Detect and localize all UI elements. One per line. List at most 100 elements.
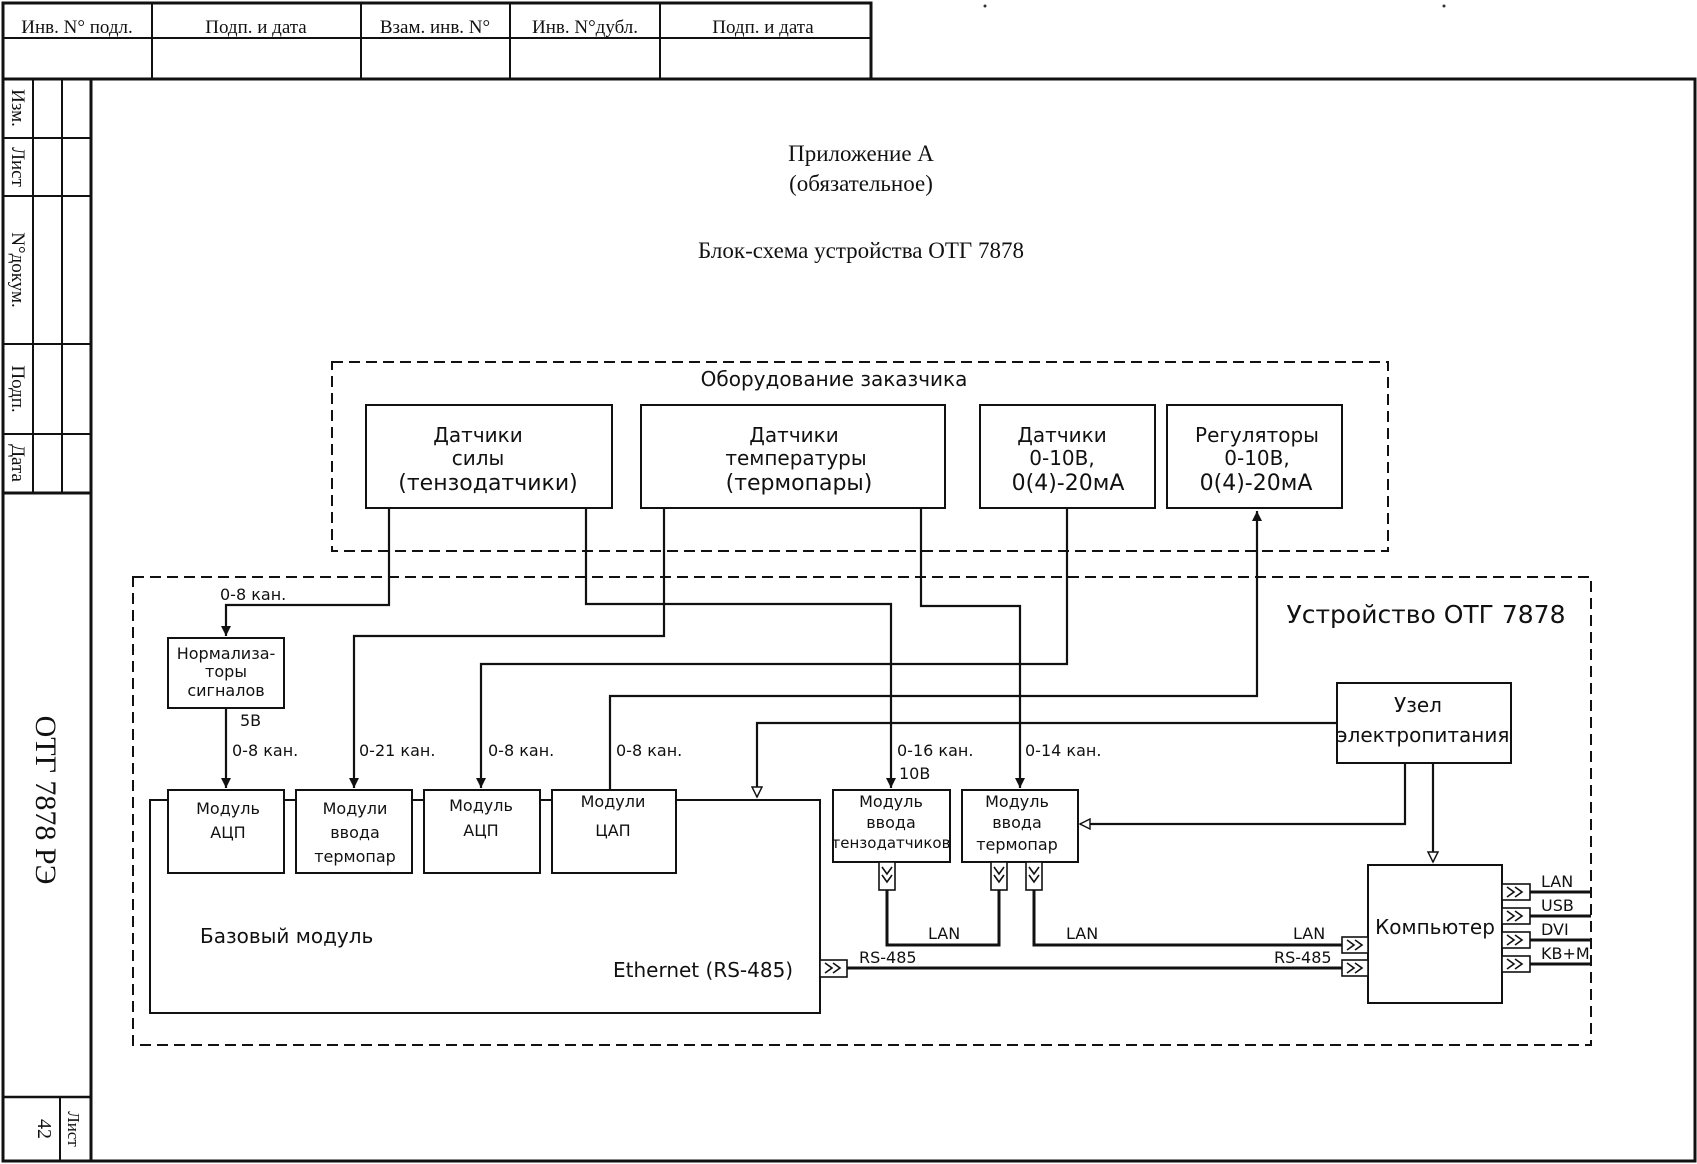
- power-to-thermo-module-line: [1080, 763, 1407, 824]
- regulators-line3: 0(4)-20мА: [1200, 471, 1313, 496]
- label-10v: 10В: [899, 764, 930, 783]
- regulators-line2: 0-10В,: [1224, 446, 1289, 470]
- force-sensors-line1: Датчики: [433, 423, 522, 447]
- label-thermo-module-channels: 0-14 кан.: [1025, 741, 1101, 760]
- force-sensors-box: [365, 404, 613, 509]
- connector-computer-usb-icon: [1501, 907, 1531, 925]
- normalizers-line3: сигналов: [187, 681, 264, 700]
- side-label-podp: Подп.: [7, 365, 28, 412]
- dac-modules-box: [551, 789, 677, 874]
- label-thermo-channels: 0-21 кан.: [359, 741, 435, 760]
- side-label-ndokum: N°докум.: [7, 232, 28, 307]
- power-unit-line1: Узел: [1394, 693, 1442, 717]
- label-adc1-channels: 0-8 кан.: [232, 741, 298, 760]
- label-adc2-channels: 0-8 кан.: [488, 741, 554, 760]
- force-sensors-line3: (тензодатчики): [398, 471, 577, 496]
- temperature-to-thermo-input-line: [349, 508, 666, 788]
- sheet-label: Лист: [64, 1111, 83, 1147]
- voltage-sensors-line3: 0(4)-20мА: [1012, 471, 1125, 496]
- label-lan-2: LAN: [1066, 924, 1098, 943]
- base-module-label: Базовый модуль: [200, 924, 373, 948]
- adc1-line1: Модуль: [196, 799, 260, 818]
- label-dac-channels: 0-8 кан.: [616, 741, 682, 760]
- label-lan-1: LAN: [928, 924, 960, 943]
- sheet-number: 42: [33, 1119, 55, 1139]
- normalizers-line2: торы: [205, 662, 247, 681]
- adc1-line2: АЦП: [210, 823, 245, 842]
- stamp-header-5: Подп. и дата: [712, 17, 814, 38]
- thermo-module-line1: Модуль: [985, 792, 1049, 811]
- side-label-list: Лист: [7, 147, 28, 187]
- thermocouple-input-modules-box: [295, 789, 413, 874]
- label-port-usb: USB: [1541, 896, 1574, 915]
- stamp-header-3: Взам. инв. N°: [380, 17, 490, 38]
- force-to-normalizers-line: [221, 508, 391, 636]
- regulators-line1: Регуляторы: [1195, 423, 1319, 447]
- connector-thermo-lan-b-icon: [1025, 861, 1043, 891]
- computer-label: Компьютер: [1375, 915, 1495, 939]
- label-rs485-2: RS-485: [1274, 948, 1332, 967]
- side-stamp-table: [3, 79, 91, 1161]
- appendix-title: Приложение А: [788, 141, 934, 166]
- regulators-box: [1166, 404, 1343, 509]
- label-norm-channels: 0-8 кан.: [220, 585, 286, 604]
- strain-gauge-input-module-box: [832, 789, 951, 863]
- thermocouple-input-module-box: [961, 789, 1079, 863]
- adc2-line2: АЦП: [463, 821, 498, 840]
- lan-strain-to-thermo-line: [885, 890, 1001, 947]
- ethernet-label: Ethernet (RS-485): [613, 958, 793, 982]
- side-label-data: Дата: [7, 444, 28, 482]
- adc-module-2-box: [423, 789, 541, 874]
- stamp-header-2: Подп. и дата: [205, 17, 307, 38]
- adc-module-1-box: [167, 789, 285, 874]
- temperature-sensors-box: [640, 404, 946, 509]
- power-unit-box: [1336, 682, 1512, 764]
- label-port-lan: LAN: [1541, 872, 1573, 891]
- sheet-frame: [1, 77, 1697, 1163]
- appendix-status: (обязательное): [789, 171, 933, 196]
- strain-module-line3: тензодатчиков: [832, 834, 951, 852]
- label-strain-channels: 0-16 кан.: [897, 741, 973, 760]
- signal-normalizers-box: [167, 637, 285, 709]
- device-group: [132, 576, 1592, 1046]
- label-5v: 5В: [240, 711, 261, 730]
- voltage-sensors-line2: 0-10В,: [1029, 446, 1094, 470]
- thermo-module-line2: ввода: [992, 813, 1042, 832]
- thermo-in-line1: Модули: [323, 799, 388, 818]
- connector-ethernet-icon: [819, 959, 848, 978]
- document-code: ОТГ 7878 РЭ: [29, 716, 62, 885]
- temperature-sensors-line1: Датчики: [749, 423, 838, 447]
- connector-computer-kbm-icon: [1501, 955, 1531, 973]
- customer-equipment-group: [331, 361, 1389, 552]
- connector-computer-dvi-icon: [1501, 931, 1531, 949]
- power-unit-line2: электропитания: [1337, 723, 1510, 747]
- device-title: Устройство ОТГ 7878: [1286, 600, 1565, 629]
- connector-strain-lan-icon: [878, 861, 896, 891]
- adc2-line1: Модуль: [449, 796, 513, 815]
- connector-computer-lan-in-icon: [1341, 936, 1369, 954]
- strain-module-line2: ввода: [866, 813, 916, 832]
- temperature-sensors-line2: температуры: [725, 446, 866, 470]
- label-port-dvi: DVI: [1541, 920, 1569, 939]
- diagram-title: Блок-схема устройства ОТГ 7878: [698, 238, 1024, 263]
- scan-speck: [983, 4, 987, 8]
- stamp-header-4: Инв. N°дубл.: [532, 17, 638, 38]
- dac-line2: ЦАП: [595, 821, 630, 840]
- customer-equipment-title: Оборудование заказчика: [701, 367, 968, 391]
- connector-computer-rs485-in-icon: [1341, 959, 1369, 977]
- thermo-in-line2: ввода: [330, 823, 380, 842]
- dac-line1: Модули: [581, 792, 646, 811]
- normalizers-line1: Нормализа-: [177, 644, 276, 663]
- connector-computer-lan-out-icon: [1501, 883, 1531, 901]
- temperature-sensors-line3: (термопары): [726, 471, 873, 496]
- stamp-header-table: [1, 1, 873, 81]
- thermo-in-line3: термопар: [314, 847, 396, 866]
- force-sensors-line2: силы: [452, 446, 505, 470]
- thermo-module-line3: термопар: [976, 835, 1058, 854]
- strain-module-line1: Модуль: [859, 792, 923, 811]
- power-to-base-module-line: [757, 721, 1337, 797]
- label-rs485-1: RS-485: [859, 948, 917, 967]
- stamp-header-1: Инв. N° подл.: [21, 17, 132, 38]
- computer-box: [1367, 864, 1503, 1004]
